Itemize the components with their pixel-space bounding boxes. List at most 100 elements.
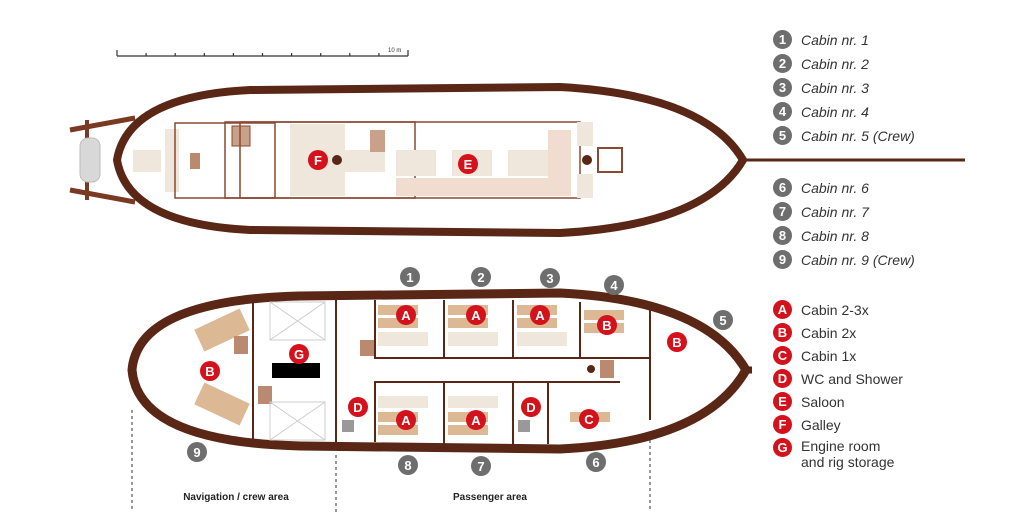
svg-text:2: 2 [477, 270, 484, 285]
letter-badge-icon: G [773, 438, 792, 457]
area-dividers [131, 410, 651, 512]
number-badge-icon: 4 [773, 102, 792, 121]
legend-item: 3 Cabin nr. 3 [773, 78, 869, 97]
legend-label: Cabin 2x [801, 324, 857, 341]
number-badge-icon: 5 [773, 126, 792, 145]
letter-badge-icon: D [773, 369, 792, 388]
navigation-area-label: Navigation / crew area [183, 492, 289, 503]
legend-item: E Saloon [773, 392, 845, 411]
marker-A: A [396, 410, 416, 430]
svg-text:D: D [353, 400, 362, 415]
svg-text:G: G [294, 347, 304, 362]
cabin-number-2: 2 [471, 267, 491, 287]
cabin-number-3: 3 [540, 268, 560, 288]
svg-text:A: A [535, 308, 545, 323]
legend-label: Galley [801, 416, 841, 433]
legend-item: C Cabin 1x [773, 346, 856, 365]
svg-text:C: C [584, 412, 594, 427]
marker-A: A [466, 410, 486, 430]
legend-label: Cabin nr. 7 [801, 203, 869, 220]
svg-text:A: A [471, 413, 481, 428]
legend-item: D WC and Shower [773, 369, 903, 388]
marker-D: D [348, 397, 368, 417]
liferaft-icon [79, 137, 101, 183]
number-badge-icon: 3 [773, 78, 792, 97]
scale-label: 10 m [388, 48, 401, 54]
svg-text:6: 6 [592, 455, 599, 470]
legend-label: Cabin nr. 5 (Crew) [801, 127, 915, 144]
marker-A: A [530, 305, 550, 325]
engine [272, 363, 320, 378]
legend-label: Engine room [801, 438, 881, 454]
legend-item: 4 Cabin nr. 4 [773, 102, 869, 121]
passenger-area-label: Passenger area [453, 492, 527, 503]
svg-text:7: 7 [477, 459, 484, 474]
cabin-number-1: 1 [400, 267, 420, 287]
svg-text:9: 9 [193, 445, 200, 460]
number-badge-icon: 2 [773, 54, 792, 73]
marker-E: E [458, 154, 478, 174]
cabin-number-7: 7 [471, 456, 491, 476]
letter-badge-icon: F [773, 415, 792, 434]
legend-label: Cabin nr. 3 [801, 79, 869, 96]
legend-item: B Cabin 2x [773, 323, 856, 342]
svg-text:1: 1 [406, 270, 413, 285]
svg-text:4: 4 [610, 278, 618, 293]
lower-deck [127, 288, 752, 454]
marker-C: C [579, 409, 599, 429]
svg-text:8: 8 [404, 458, 411, 473]
letter-badge-icon: B [773, 323, 792, 342]
cabin-number-4: 4 [604, 275, 624, 295]
svg-text:3: 3 [546, 271, 553, 286]
svg-text:A: A [401, 413, 411, 428]
marker-A: A [396, 305, 416, 325]
upper-deck [69, 82, 965, 238]
svg-text:F: F [314, 153, 322, 168]
svg-text:A: A [471, 308, 481, 323]
legend-label: WC and Shower [801, 370, 903, 387]
legend-label-line2: and rig storage [801, 454, 895, 470]
number-badge-icon: 6 [773, 178, 792, 197]
legend-item: 1 Cabin nr. 1 [773, 30, 869, 49]
number-badge-icon: 1 [773, 30, 792, 49]
legend-label: Cabin nr. 8 [801, 227, 869, 244]
marker-D: D [521, 397, 541, 417]
scale-bar [116, 50, 409, 57]
svg-text:B: B [205, 364, 214, 379]
legend-label: Cabin 1x [801, 347, 857, 364]
number-badge-icon: 7 [773, 202, 792, 221]
cabin-number-8: 8 [398, 455, 418, 475]
svg-text:5: 5 [719, 313, 726, 328]
legend-label: Cabin nr. 4 [801, 103, 869, 120]
marker-G: G [289, 344, 309, 364]
legend-item: 9 Cabin nr. 9 (Crew) [773, 250, 915, 269]
svg-text:D: D [526, 400, 535, 415]
legend-item: F Galley [773, 415, 841, 434]
legend-item: 7 Cabin nr. 7 [773, 202, 869, 221]
svg-text:B: B [672, 335, 681, 350]
legend-label: Cabin 2-3x [801, 301, 869, 318]
legend-label: Saloon [801, 393, 845, 410]
letter-badge-icon: C [773, 346, 792, 365]
marker-B: B [667, 332, 687, 352]
svg-text:A: A [401, 308, 411, 323]
cabin-number-6: 6 [586, 452, 606, 472]
marker-B: B [597, 315, 617, 335]
letter-badge-icon: E [773, 392, 792, 411]
marker-F: F [308, 150, 328, 170]
legend-label: Cabin nr. 1 [801, 31, 869, 48]
legend-label: Cabin nr. 9 (Crew) [801, 251, 915, 268]
cabin-number-9: 9 [187, 442, 207, 462]
legend-label: Cabin nr. 6 [801, 179, 869, 196]
svg-text:E: E [464, 157, 473, 172]
legend-item: 6 Cabin nr. 6 [773, 178, 869, 197]
number-badge-icon: 9 [773, 250, 792, 269]
svg-text:B: B [602, 318, 611, 333]
cabin-number-5: 5 [713, 310, 733, 330]
marker-A: A [466, 305, 486, 325]
